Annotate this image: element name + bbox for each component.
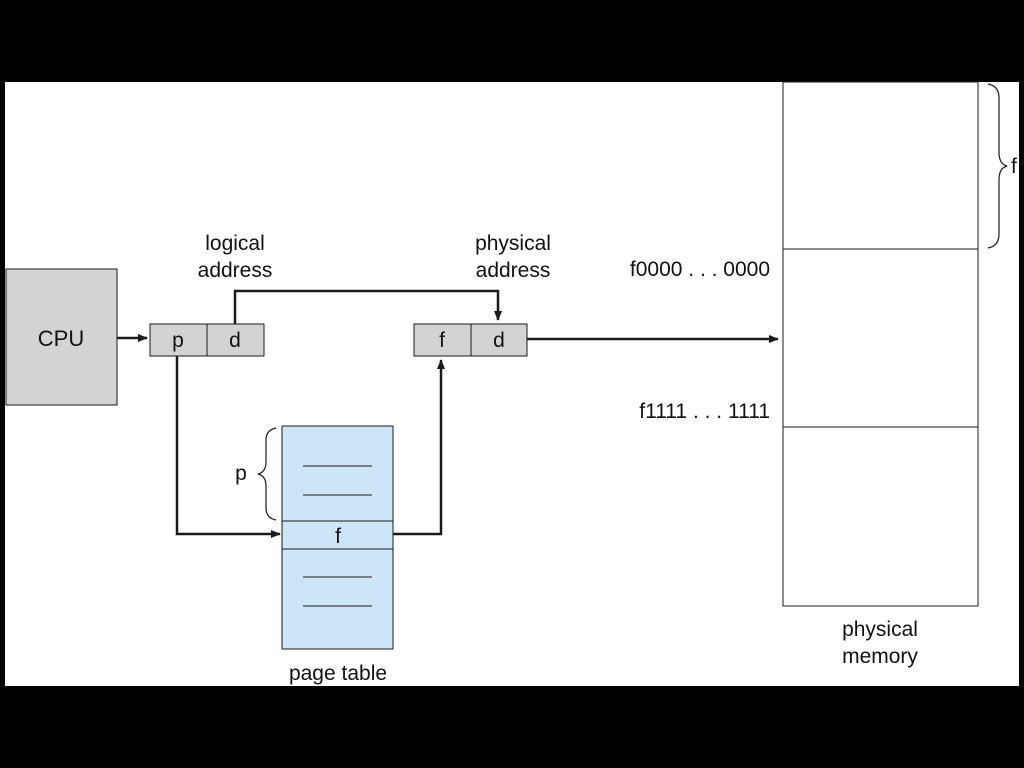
frame-size-label: f xyxy=(1011,155,1017,178)
physical-address-label-line1: physical xyxy=(475,232,551,255)
page-number-lookup-arrow xyxy=(175,356,281,538)
logical-address-label-line2: address xyxy=(198,259,273,282)
frame-number-arrow xyxy=(393,359,445,536)
logical-offset-field-label: d xyxy=(229,329,241,352)
offset-copy-arrow xyxy=(233,289,502,324)
page-index-brace xyxy=(257,427,277,521)
cpu-label: CPU xyxy=(38,326,84,351)
page-table-entry-label: f xyxy=(335,525,341,548)
frame-end-address: f1111 . . . 1111 xyxy=(639,400,770,423)
logical-page-field xyxy=(149,323,208,357)
page-table-label: page table xyxy=(289,662,387,685)
physical-offset-field xyxy=(470,323,528,357)
physical-address-label-line2: address xyxy=(476,259,551,282)
physical-memory xyxy=(782,81,979,607)
physical-frame-field-label: f xyxy=(439,329,445,352)
frame-size-brace xyxy=(987,83,1008,249)
physical-memory-label-line2: memory xyxy=(842,645,918,668)
logical-address-label-line1: logical xyxy=(205,232,265,255)
physical-memory-label-line1: physical xyxy=(842,618,918,641)
frame-start-address: f0000 . . . 0000 xyxy=(630,258,770,281)
cpu-box xyxy=(5,268,118,406)
logical-page-field-label: p xyxy=(172,329,184,352)
physical-offset-field-label: d xyxy=(493,329,505,352)
page-index-label: p xyxy=(235,462,247,485)
page-table xyxy=(281,425,394,650)
